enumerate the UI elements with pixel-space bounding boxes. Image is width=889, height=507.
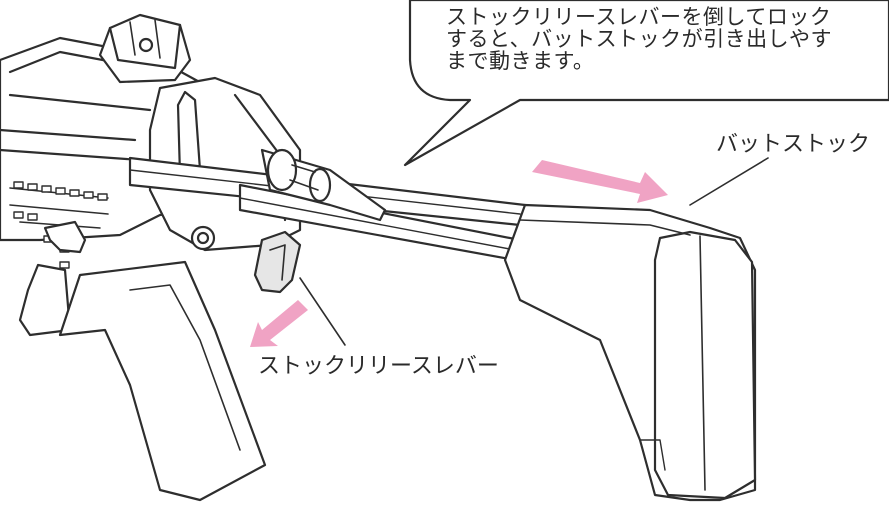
- pistol-grip: [58, 260, 267, 502]
- callout-line-3: まで動きます。: [446, 49, 595, 73]
- direction-arrows: [250, 160, 668, 347]
- label-release-lever: ストックリリースレバー: [258, 354, 499, 379]
- leader-buttstock: [689, 157, 769, 206]
- release-lever: [253, 230, 302, 294]
- selector: [43, 220, 87, 254]
- callout-text: ストックリリースレバーを倒してロック すると、バットストックが引き出しやす まで…: [446, 6, 832, 72]
- speech-bubble: [403, 0, 889, 167]
- buttpad: [653, 230, 757, 500]
- arrow-lever-down: [250, 300, 308, 347]
- arrow-pull-stock: [532, 160, 668, 203]
- label-buttstock: バットストック: [716, 132, 871, 157]
- receiver-rib-dots: [13, 181, 108, 269]
- callout-line-1: ストックリリースレバーを倒してロック: [446, 5, 832, 29]
- leader-lever: [299, 277, 346, 346]
- callout-line-2: すると、バットストックが引き出しやす: [446, 27, 832, 51]
